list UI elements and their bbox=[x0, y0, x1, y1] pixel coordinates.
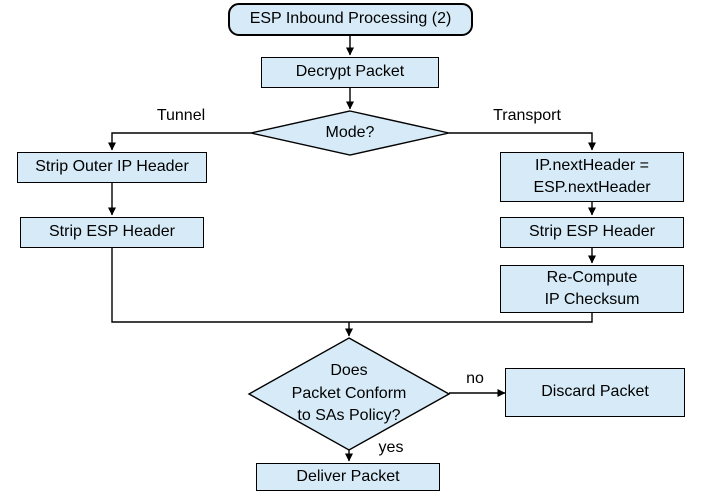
decrypt-packet-node: Decrypt Packet bbox=[261, 57, 439, 88]
start-node: ESP Inbound Processing (2) bbox=[228, 3, 473, 36]
strip-outer-ip-header-node: Strip Outer IP Header bbox=[17, 152, 207, 183]
strip-esp-header-tunnel-node: Strip ESP Header bbox=[20, 217, 204, 248]
tunnel-branch-label: Tunnel bbox=[156, 107, 206, 124]
recompute-ip-checksum-node: Re-Compute IP Checksum bbox=[500, 265, 684, 313]
mode-decision-label: Mode? bbox=[325, 123, 375, 141]
no-branch-label: no bbox=[466, 370, 484, 387]
transport-branch-label: Transport bbox=[493, 107, 561, 124]
ip-nextheader-node: IP.nextHeader = ESP.nextHeader bbox=[500, 152, 684, 202]
edge-merge-rail bbox=[111, 248, 593, 323]
strip-esp-header-transport-node: Strip ESP Header bbox=[500, 217, 684, 248]
edge-mode-transport-branch bbox=[449, 132, 596, 151]
mode-decision-diamond bbox=[250, 110, 450, 156]
yes-branch-label: yes bbox=[378, 439, 404, 456]
discard-packet-node: Discard Packet bbox=[505, 368, 685, 417]
edge-mode-tunnel-branch bbox=[108, 132, 251, 151]
deliver-packet-node: Deliver Packet bbox=[256, 463, 440, 491]
sa-policy-decision-diamond bbox=[247, 337, 451, 451]
sa-policy-check-label: Does Packet Conform to SAs Policy? bbox=[291, 361, 407, 425]
